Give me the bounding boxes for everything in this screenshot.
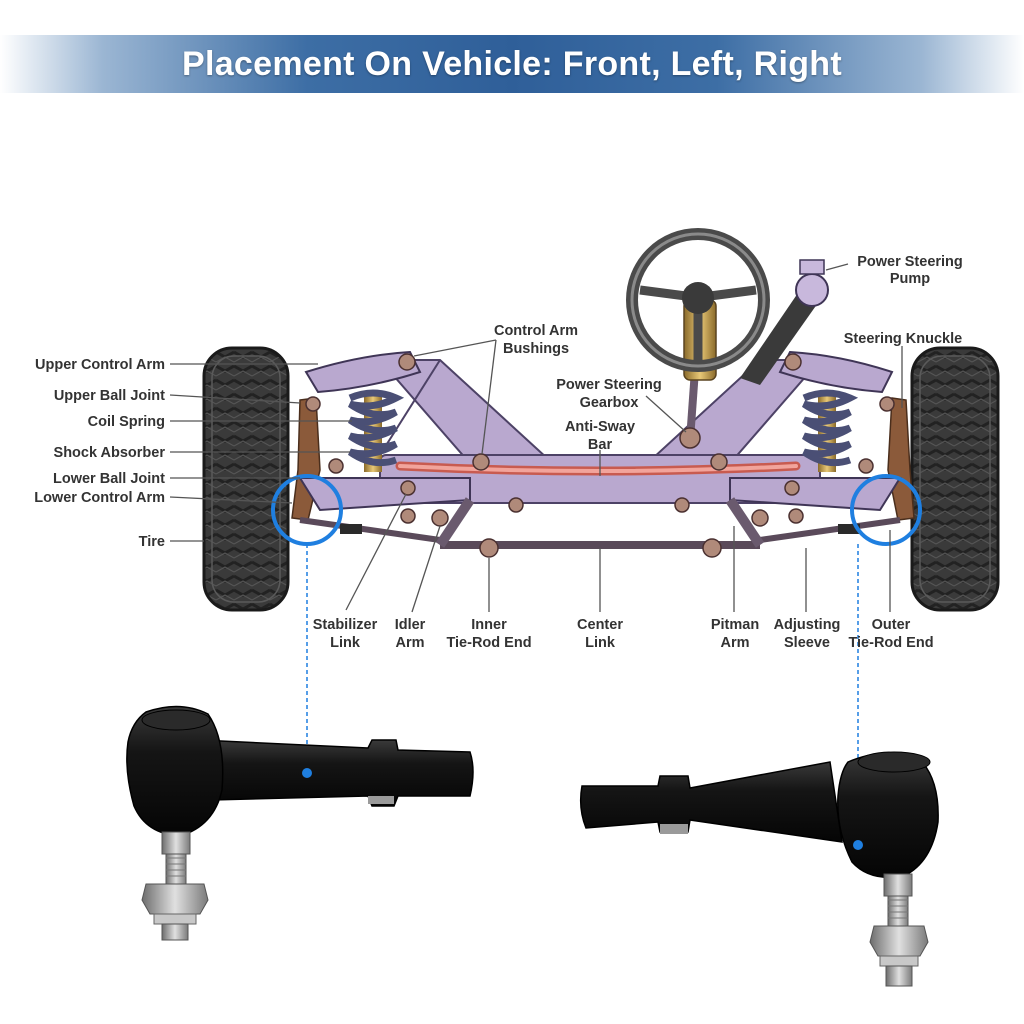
right-tie-rod-end-part (579, 751, 939, 987)
page-title: Placement On Vehicle: Front, Left, Right (182, 44, 842, 83)
left-coil-spring (348, 389, 405, 472)
label-power-steering-pump-1: Power Steering (857, 254, 963, 270)
label-anti-sway-bar-1: Anti-Sway (565, 419, 635, 435)
label-idler-arm-2: Arm (395, 635, 424, 651)
diagram-labels: Upper Control Arm Upper Ball Joint Coil … (34, 254, 963, 651)
label-control-arm-bushings-2: Bushings (503, 341, 569, 357)
power-steering-pump (740, 259, 829, 385)
label-shock-absorber: Shock Absorber (54, 445, 166, 461)
label-center-link-1: Center (577, 617, 623, 633)
left-tie-rod-end-part (126, 705, 474, 941)
label-center-link-2: Link (585, 635, 616, 651)
label-power-steering-gearbox-1: Power Steering (556, 377, 662, 393)
label-inner-tie-rod-end-2: Tie-Rod End (446, 635, 531, 651)
label-stabilizer-link-1: Stabilizer (313, 617, 378, 633)
label-pitman-arm-2: Arm (720, 635, 749, 651)
label-adjusting-sleeve-1: Adjusting (774, 617, 841, 633)
right-tire (910, 346, 1000, 612)
label-outer-tie-rod-end-2: Tie-Rod End (848, 635, 933, 651)
right-outer-tie-rod-highlight (850, 474, 922, 546)
label-inner-tie-rod-end-1: Inner (471, 617, 507, 633)
label-outer-tie-rod-end-1: Outer (872, 617, 911, 633)
label-pitman-arm-1: Pitman (711, 617, 759, 633)
label-coil-spring: Coil Spring (88, 414, 165, 430)
label-lower-ball-joint: Lower Ball Joint (53, 471, 165, 487)
title-banner: Placement On Vehicle: Front, Left, Right (0, 35, 1024, 93)
label-adjusting-sleeve-2: Sleeve (784, 635, 830, 651)
label-control-arm-bushings-1: Control Arm (494, 323, 578, 339)
label-stabilizer-link-2: Link (330, 635, 361, 651)
steering-wheel (626, 228, 770, 441)
label-upper-control-arm: Upper Control Arm (35, 357, 165, 373)
label-power-steering-pump-2: Pump (890, 271, 930, 287)
label-idler-arm-1: Idler (395, 617, 426, 633)
label-upper-ball-joint: Upper Ball Joint (54, 388, 165, 404)
power-steering-gearbox (679, 427, 701, 449)
label-anti-sway-bar-2: Bar (588, 437, 613, 453)
label-lower-control-arm: Lower Control Arm (34, 490, 165, 506)
steering-linkage (299, 497, 901, 549)
label-steering-knuckle: Steering Knuckle (844, 331, 962, 347)
label-power-steering-gearbox-2: Gearbox (580, 395, 639, 411)
right-coil-spring (802, 389, 859, 472)
label-tire: Tire (139, 534, 165, 550)
right-upper-control-arm (778, 350, 894, 394)
right-lower-control-arm (729, 477, 902, 512)
bushings (305, 353, 895, 558)
right-steering-knuckle (887, 397, 915, 521)
left-tire (202, 346, 290, 612)
left-upper-control-arm (304, 350, 422, 394)
leader-lines (169, 263, 903, 613)
